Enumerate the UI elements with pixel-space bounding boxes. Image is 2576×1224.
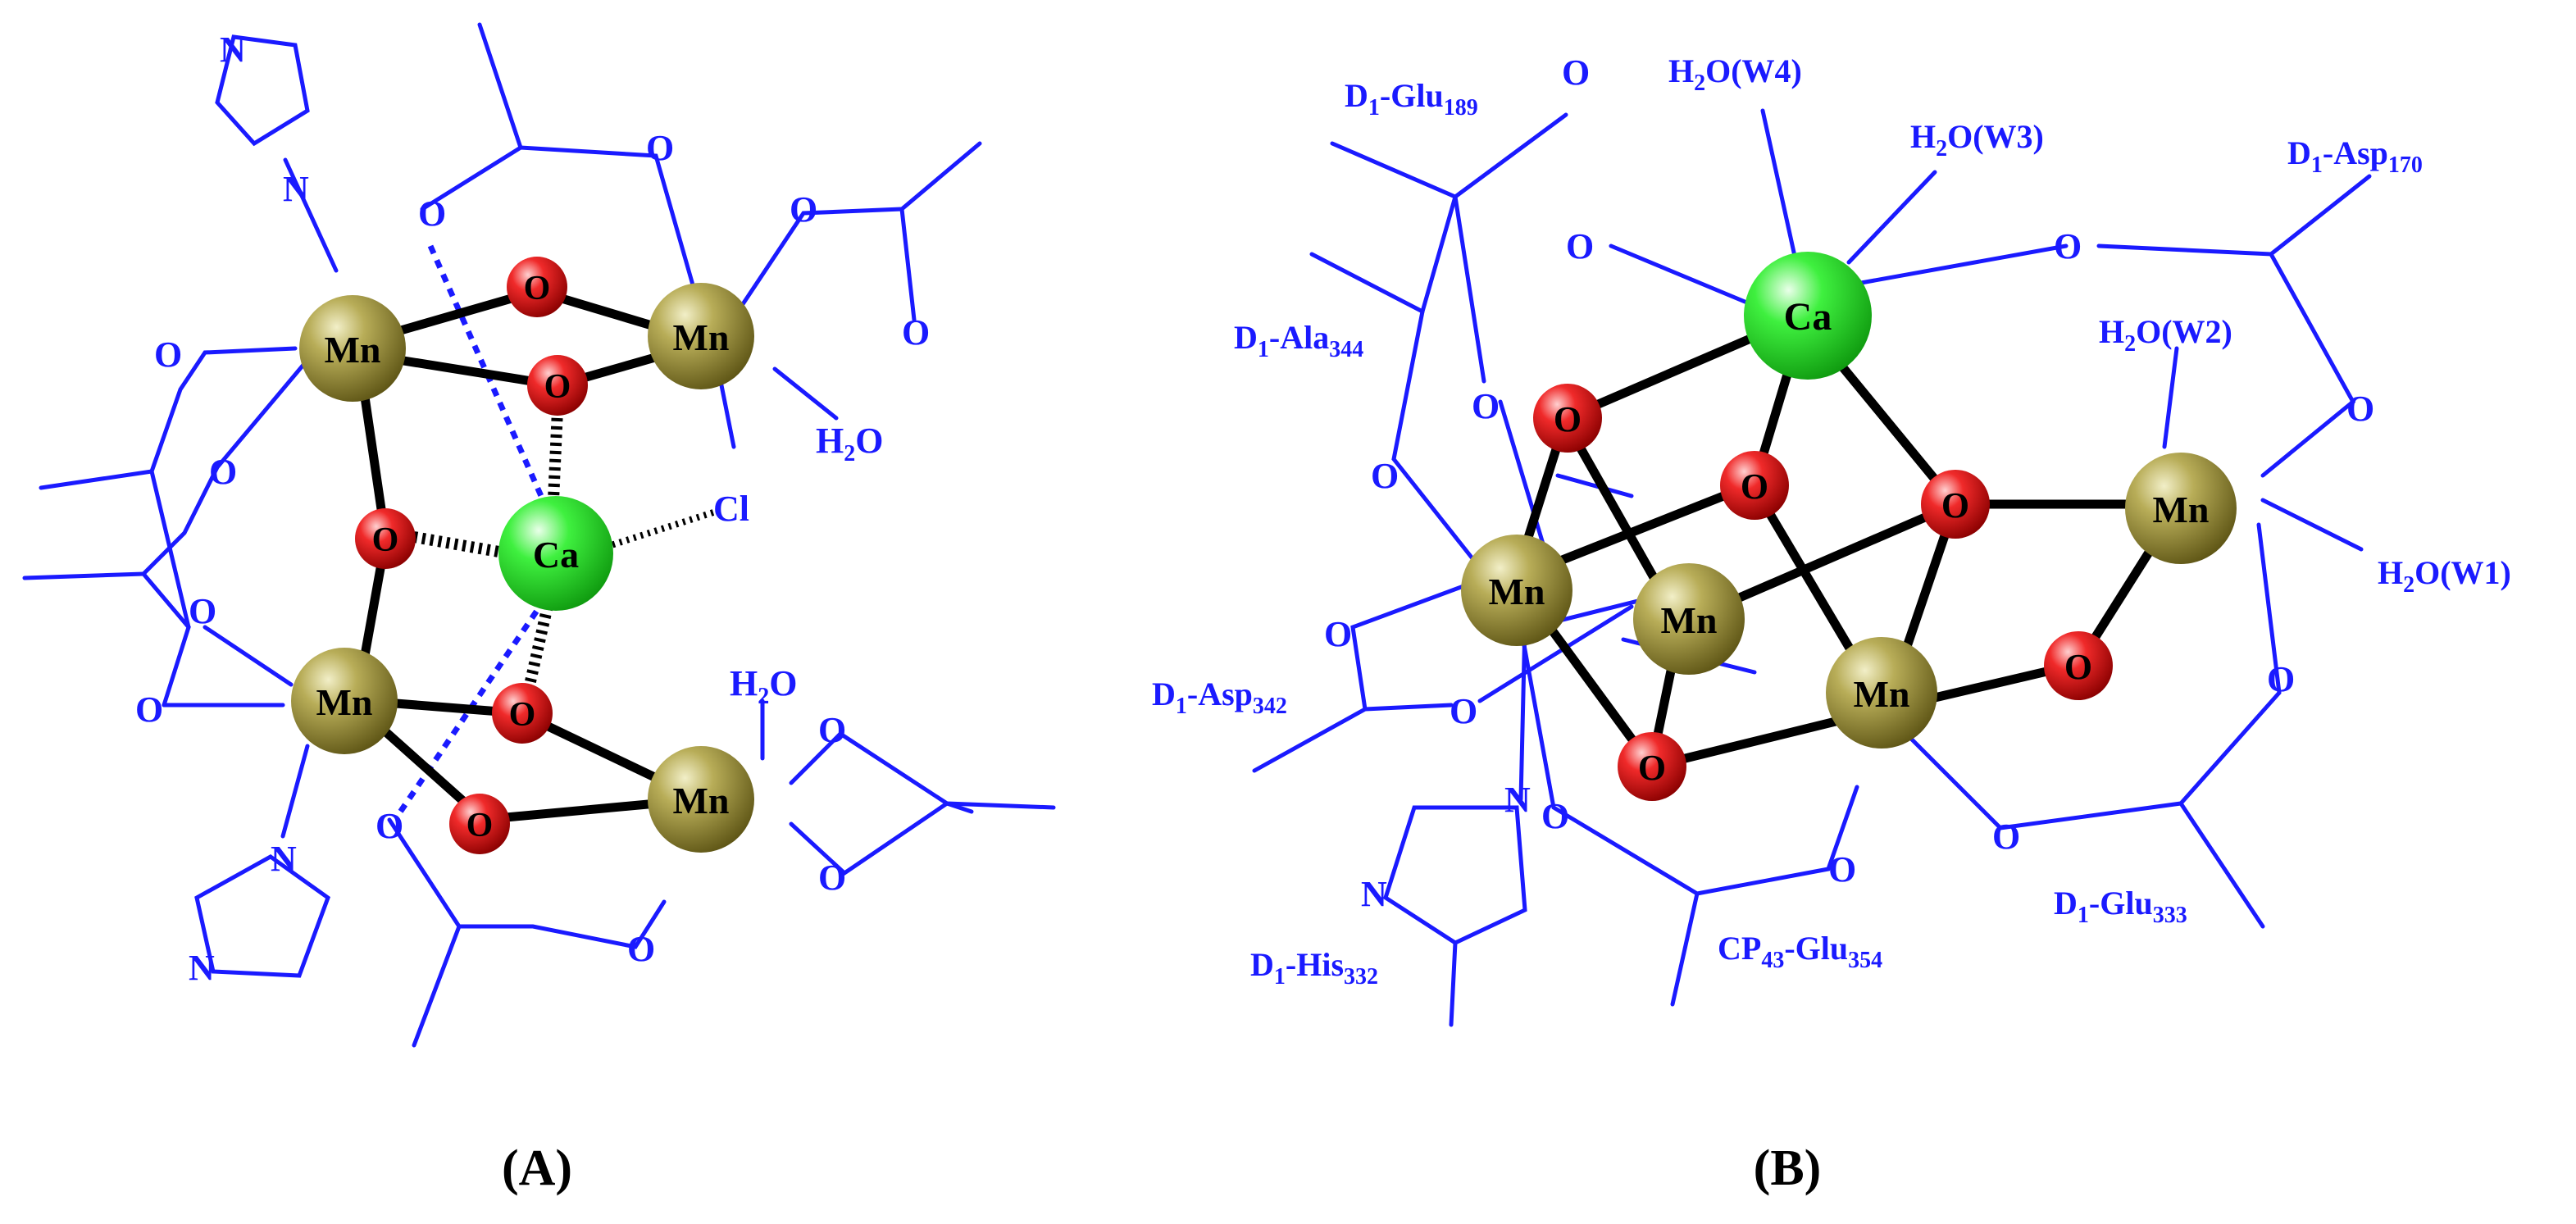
atom-label: Ca (1784, 295, 1832, 339)
label-w1: H2O(W1) (2378, 554, 2511, 598)
oxo-atom (1921, 470, 1990, 539)
imidazole-nitrogen: N (220, 30, 246, 70)
atom-label: Mn (316, 681, 373, 723)
imidazole-nitrogen: N (189, 948, 215, 988)
calcium-atom (498, 496, 613, 611)
ligand-oxygen: O (418, 193, 446, 234)
ligand-oxygen: O (627, 929, 655, 969)
oxo-atom (2044, 631, 2113, 700)
panel-b: O O O O O O O O O O O O N N H2O(W4) H2O(… (1152, 52, 2511, 1196)
ligand-oxygen: O (2054, 226, 2082, 266)
ligand-oxygen: O (1992, 817, 2020, 857)
oxo-atom (1533, 384, 1602, 453)
atom-label: O (372, 521, 399, 559)
label-ala344: D1-Ala344 (1234, 319, 1363, 362)
manganese-atom (291, 648, 398, 754)
atom-label: O (1941, 485, 1969, 526)
label-glu354: CP43-Glu354 (1718, 930, 1882, 973)
atom-label: O (544, 368, 571, 406)
panel-a-atoms: O O O O O Mn Mn Mn Mn Ca (291, 257, 754, 854)
ligand-oxygen: O (209, 452, 237, 492)
ligand-oxygen: O (1324, 614, 1352, 654)
water-label: H2O (816, 421, 883, 466)
atom-label: O (524, 270, 551, 307)
panel-b-ligand-oxygens: O O O O O O O O O O O O N N (1324, 52, 2374, 914)
calcium-atom (1744, 252, 1872, 380)
oxo-atom (492, 683, 553, 744)
atom-label: Ca (533, 534, 579, 576)
ligand-oxygen: O (818, 858, 846, 898)
panel-b-residue-labels: H2O(W4) H2O(W3) H2O(W2) H2O(W1) D1-Glu18… (1152, 52, 2511, 990)
atom-label: O (467, 807, 494, 844)
label-w2: H2O(W2) (2099, 313, 2232, 357)
manganese-atom (1633, 563, 1745, 675)
atom-label: O (1741, 466, 1768, 507)
ligand-oxygen: O (1472, 386, 1500, 426)
ligand-oxygen: O (2346, 389, 2374, 429)
panel-b-ligand-bonds (1252, 108, 2372, 1027)
atom-label: O (1638, 748, 1666, 788)
manganese-atom (1826, 637, 1937, 749)
ligand-oxygen: O (1828, 849, 1856, 890)
atom-label: Mn (1489, 571, 1545, 612)
manganese-atom (648, 283, 754, 389)
ligand-oxygen: O (1566, 226, 1594, 266)
oxo-atom (355, 508, 416, 569)
label-w4: H2O(W4) (1668, 52, 1802, 96)
label-glu333: D1-Glu333 (2054, 885, 2187, 928)
panel-a-ligand-bonds (22, 22, 1056, 1048)
atom-label: O (509, 696, 536, 734)
atom-label: Mn (673, 316, 730, 358)
label-glu189: D1-Glu189 (1345, 77, 1478, 121)
ligand-oxygen: O (1450, 691, 1477, 731)
ligand-oxygen: O (2267, 659, 2295, 699)
label-his332: D1-His332 (1250, 946, 1378, 990)
ligand-oxygen: O (135, 689, 163, 730)
imidazole-nitrogen: N (1504, 780, 1531, 820)
ligand-oxygen: O (646, 128, 674, 168)
manganese-atom (299, 295, 406, 402)
ligand-oxygen: O (790, 189, 817, 230)
imidazole-nitrogen: N (283, 169, 309, 209)
atom-label: O (2064, 647, 2092, 687)
ligand-oxygen: O (818, 710, 846, 750)
imidazole-nitrogen: N (1361, 874, 1387, 914)
panel-a-label: (A) (502, 1140, 572, 1196)
chloride-label: Cl (713, 489, 749, 529)
label-w3: H2O(W3) (1910, 118, 2044, 162)
oxo-atom (527, 355, 588, 416)
ligand-oxygen: O (375, 806, 403, 846)
label-asp342: D1-Asp342 (1152, 676, 1287, 719)
ligand-oxygen: O (902, 312, 930, 353)
manganese-atom (648, 746, 754, 853)
ligand-oxygen: O (1541, 796, 1569, 836)
ligand-oxygen: O (1562, 52, 1590, 93)
ligand-oxygen: O (189, 591, 216, 631)
atom-label: O (1554, 399, 1582, 439)
atom-label: Mn (2153, 489, 2210, 530)
label-asp170: D1-Asp170 (2287, 134, 2423, 178)
manganese-atom (1461, 535, 1572, 646)
oxo-atom (449, 794, 510, 854)
imidazole-nitrogen: N (271, 839, 297, 879)
panel-b-label: (B) (1754, 1140, 1822, 1196)
panel-b-atoms: O O O O O Mn Mn Mn Mn Ca (1461, 252, 2237, 801)
atom-label: Mn (1854, 673, 1910, 715)
atom-label: Mn (673, 780, 730, 821)
atom-label: Mn (1661, 599, 1718, 641)
oxo-atom (1618, 732, 1686, 801)
water-label: H2O (730, 663, 797, 709)
atom-label: Mn (325, 329, 381, 371)
ligand-oxygen: O (1371, 456, 1399, 496)
panel-a: O O O O O O O O O O O O N N N N Cl H2O H… (22, 22, 1056, 1196)
oxo-atom (507, 257, 567, 317)
ligand-oxygen: O (154, 334, 182, 375)
panel-a-ligand-oxygens: O O O O O O O O O O O O N N N N Cl H2O H… (135, 30, 930, 988)
oxo-atom (1720, 451, 1789, 520)
manganese-atom (2125, 453, 2237, 564)
